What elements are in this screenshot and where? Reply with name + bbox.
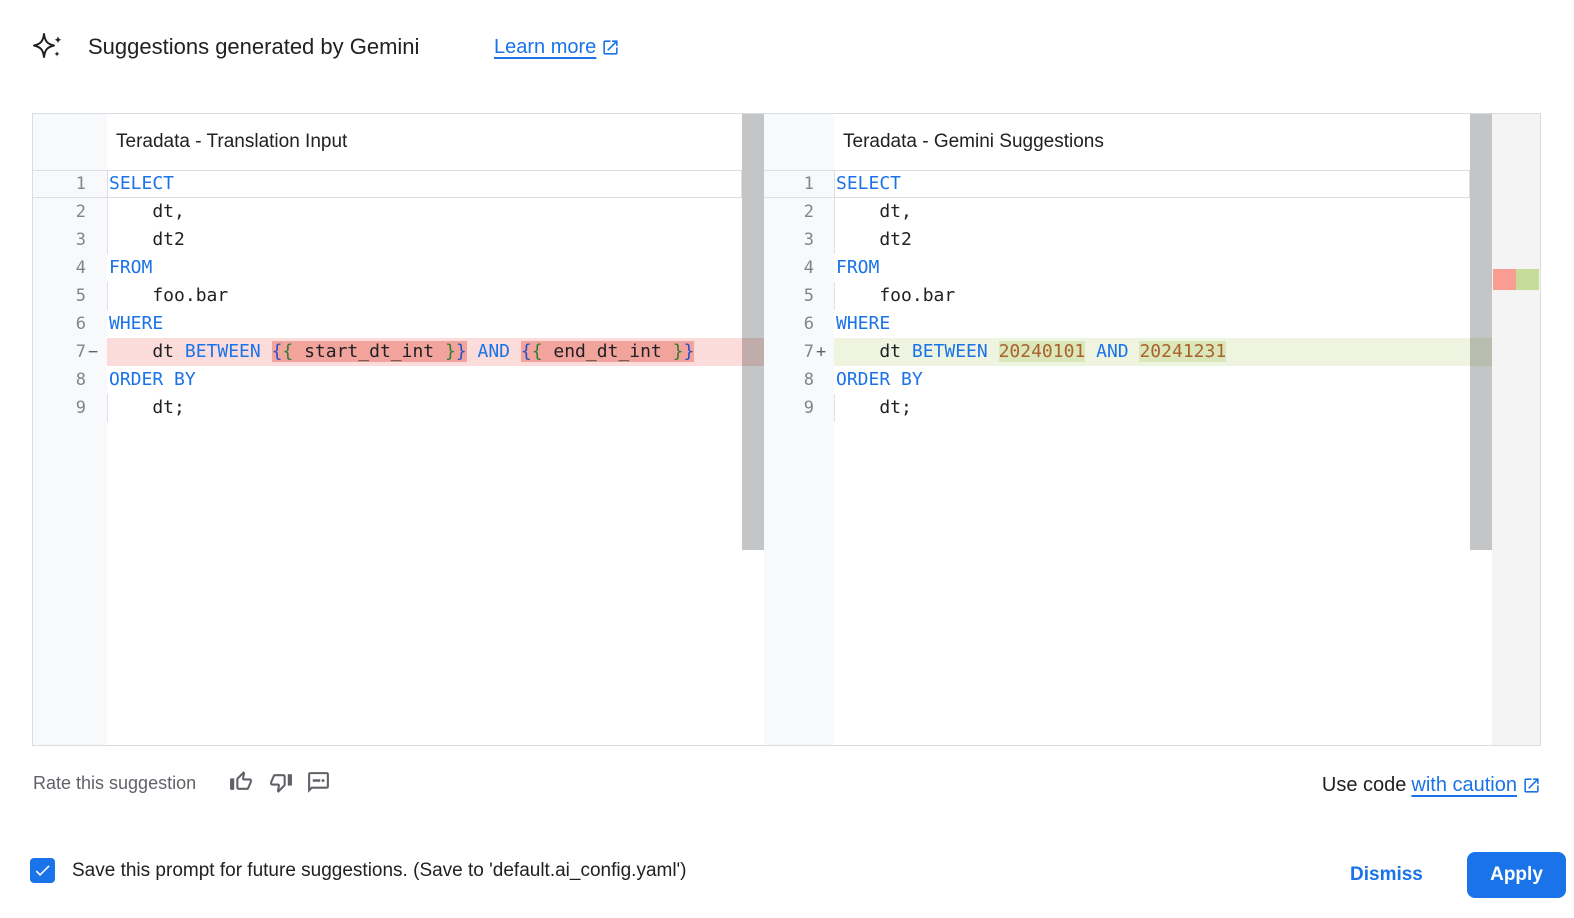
code-line-8: ORDER BY <box>836 369 923 390</box>
thumbs-down-icon <box>269 774 292 793</box>
save-prompt-label: Save this prompt for future suggestions.… <box>72 860 687 881</box>
gutter-line-8: 8 <box>803 370 814 390</box>
feedback-icon <box>307 772 329 793</box>
gutter-line-3: 3 <box>75 230 86 250</box>
gutter-line-8: 8 <box>75 370 86 390</box>
line-number-gutter: 1 2 3 4 5 6 7− 8 9 <box>33 114 107 745</box>
gutter-line-5: 5 <box>803 286 814 306</box>
panel-title-gemini-suggestions: Teradata - Gemini Suggestions <box>843 131 1104 152</box>
gemini-sparkle-icon <box>33 33 62 58</box>
overview-removed-mark <box>1493 269 1516 290</box>
scrollbar-thumb[interactable] <box>742 114 764 550</box>
code-line-1: SELECT <box>834 170 1470 198</box>
code-line-6: WHERE <box>109 313 164 334</box>
code-line-9: dt; <box>107 394 742 422</box>
code-line-2: dt, <box>107 198 742 226</box>
code-line-7: dt BETWEEN {{ start_dt_int }} AND {{ end… <box>107 338 764 366</box>
gutter-line-4: 4 <box>75 258 86 278</box>
gutter-line-2: 2 <box>803 202 814 222</box>
code-line-9: dt; <box>834 394 1470 422</box>
line-number-gutter: 1 2 3 4 5 6 7+ 8 9 <box>764 114 834 745</box>
gutter-line-1: 1 <box>764 170 834 198</box>
dismiss-button[interactable]: Dismiss <box>1338 852 1435 898</box>
code-line-6: WHERE <box>836 313 891 334</box>
feedback-button[interactable] <box>304 770 332 798</box>
thumbs-up-icon <box>229 771 252 790</box>
rate-suggestion-label: Rate this suggestion <box>33 773 197 793</box>
panel-title-translation-input: Teradata - Translation Input <box>116 131 348 152</box>
gutter-line-9: 9 <box>75 398 86 418</box>
with-caution-link[interactable]: with caution <box>1411 774 1517 796</box>
external-link-icon <box>603 40 618 55</box>
code-line-8: ORDER BY <box>109 369 196 390</box>
code-line-3: dt2 <box>107 226 742 254</box>
code-line-4: FROM <box>836 257 880 278</box>
checkmark-icon <box>35 865 50 877</box>
gutter-line-7: 7+ <box>803 342 827 362</box>
use-code-prefix: Use code <box>1321 774 1407 796</box>
code-line-3: dt2 <box>834 226 1470 254</box>
page-title: Suggestions generated by Gemini <box>88 34 420 59</box>
gutter-line-6: 6 <box>803 314 814 334</box>
vertical-scrollbar <box>742 114 764 745</box>
save-prompt-checkbox[interactable] <box>30 858 55 883</box>
vertical-scrollbar <box>1470 114 1492 745</box>
learn-more-label: Learn more <box>494 36 597 58</box>
thumbs-down-button[interactable] <box>266 770 294 798</box>
code-line-5: foo.bar <box>107 282 742 310</box>
gutter-line-1: 1 <box>33 170 107 198</box>
gutter-line-6: 6 <box>75 314 86 334</box>
apply-button[interactable]: Apply <box>1467 852 1566 898</box>
gutter-line-5: 5 <box>75 286 86 306</box>
use-code-note: Use code with caution <box>1322 774 1541 797</box>
code-line-4: FROM <box>109 257 153 278</box>
external-link-icon <box>1524 778 1539 793</box>
gutter-line-9: 9 <box>803 398 814 418</box>
code-line-7: dt BETWEEN 20240101 AND 20241231 <box>834 338 1492 366</box>
learn-more-link[interactable]: Learn more <box>494 34 620 61</box>
code-line-5: foo.bar <box>834 282 1470 310</box>
gutter-line-2: 2 <box>75 202 86 222</box>
thumbs-up-button[interactable] <box>227 769 255 797</box>
gutter-line-7: 7− <box>75 342 99 362</box>
gutter-line-3: 3 <box>803 230 814 250</box>
code-line-2: dt, <box>834 198 1470 226</box>
code-line-1: SELECT <box>107 170 742 198</box>
overview-added-mark <box>1516 269 1539 290</box>
diff-overview-ruler <box>1492 114 1540 745</box>
gutter-line-4: 4 <box>803 258 814 278</box>
scrollbar-thumb[interactable] <box>1470 114 1492 550</box>
